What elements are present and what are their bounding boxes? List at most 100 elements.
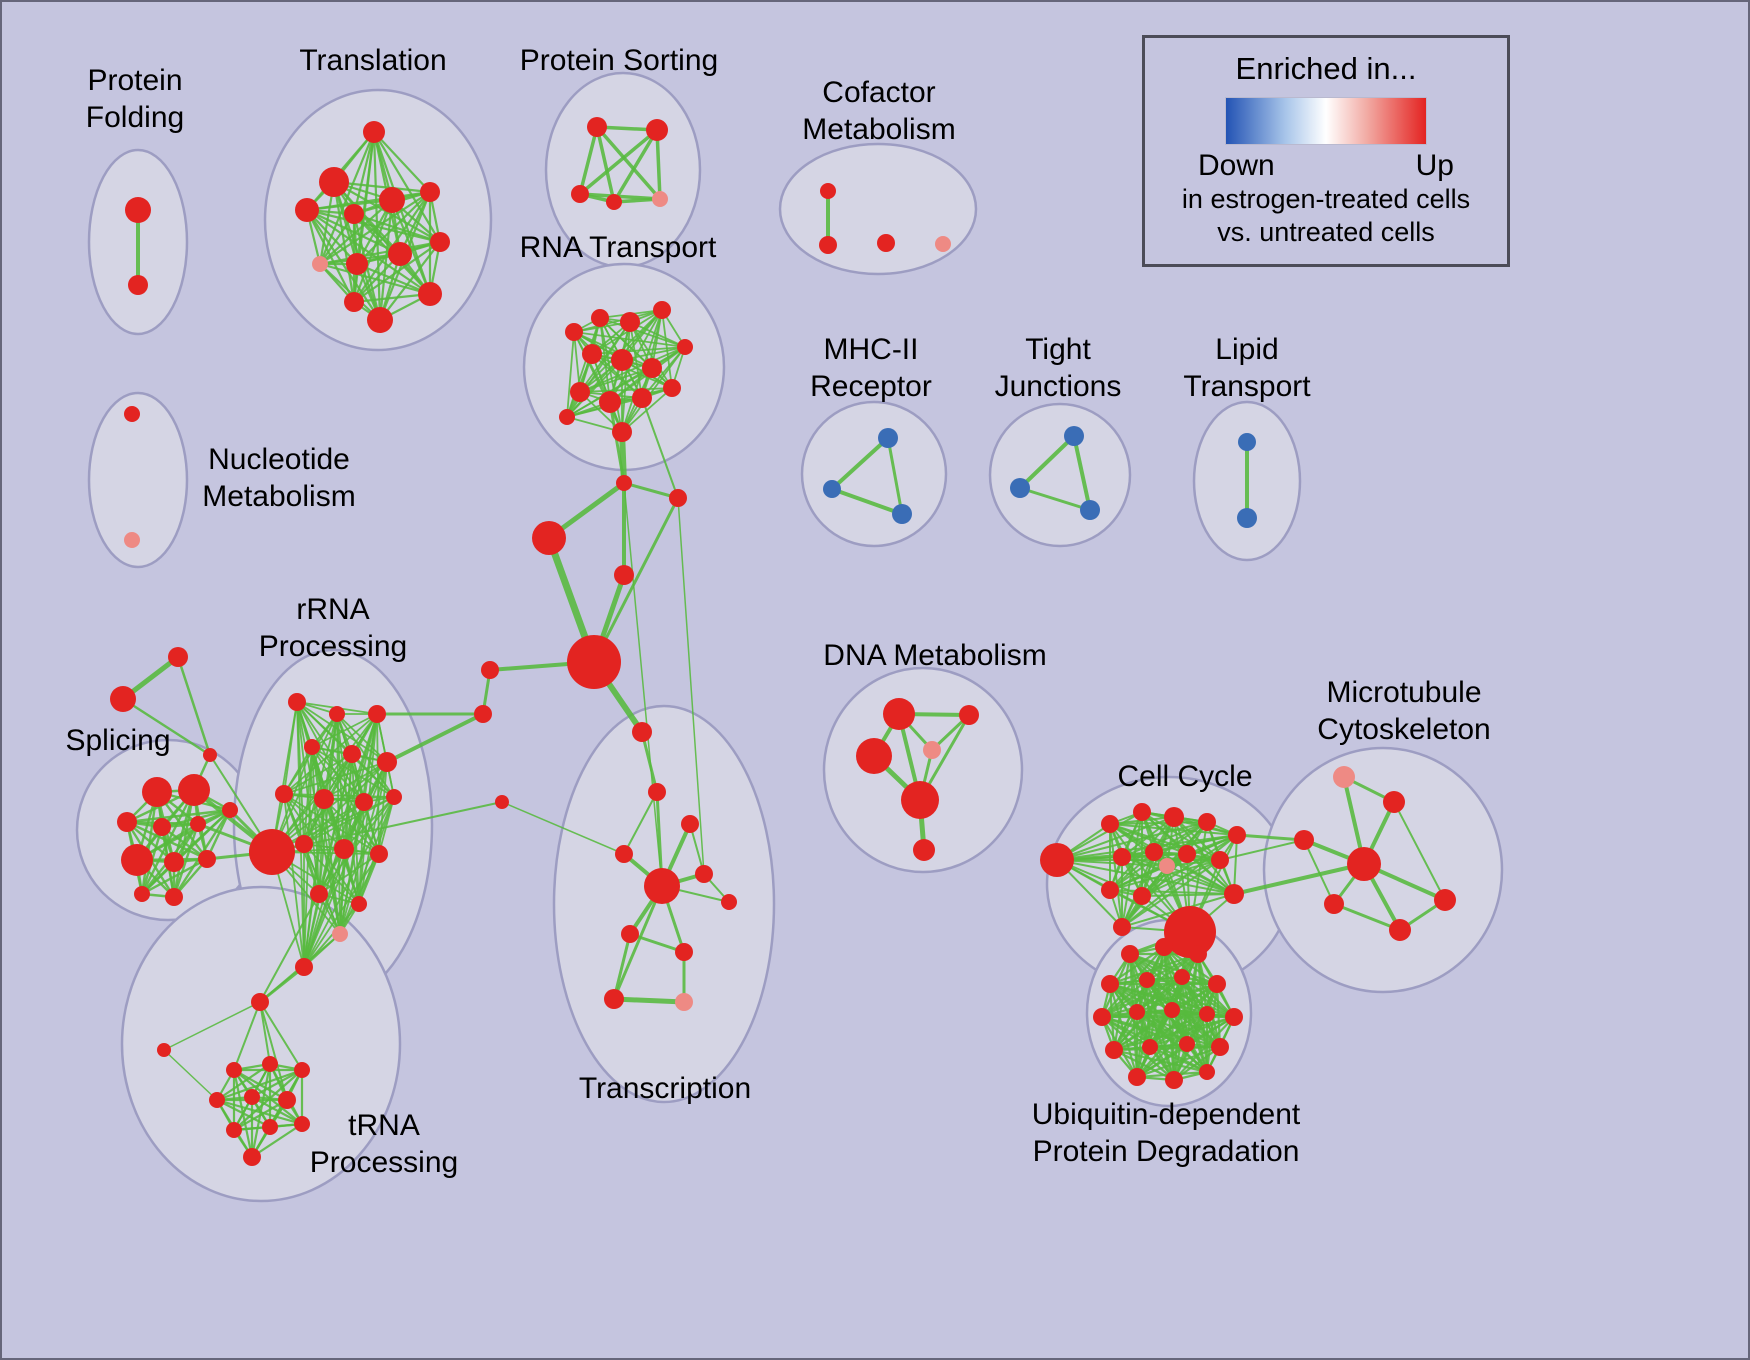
- edge: [1112, 1012, 1209, 1052]
- ubiquitin-degradation-node: [1101, 975, 1119, 993]
- edge: [215, 1068, 304, 1102]
- edge: [1121, 821, 1208, 858]
- cell-cycle-node: [1101, 815, 1119, 833]
- microtubule-cytoskeleton-label: Cytoskeleton: [1317, 713, 1490, 746]
- cofactor-metabolism-node: [877, 234, 895, 252]
- edge: [271, 713, 378, 853]
- edge: [135, 808, 232, 862]
- rna-transport-node: [582, 344, 602, 364]
- cofactor-metabolism-node: [935, 236, 951, 252]
- edge: [1332, 902, 1402, 932]
- edge: [305, 208, 442, 244]
- cell-cycle-node: [1178, 845, 1196, 863]
- edge: [579, 387, 673, 393]
- edge: [595, 125, 662, 201]
- edge: [176, 655, 212, 757]
- ubiquitin-degradation-node: [1128, 1068, 1146, 1086]
- edge: [378, 240, 442, 322]
- edge: [305, 208, 359, 266]
- splicing-node: [190, 816, 206, 832]
- nucleotide-metabolism-node: [124, 532, 140, 548]
- cell-cycle-node: [1228, 826, 1246, 844]
- edge: [259, 1001, 303, 1071]
- edge: [1153, 834, 1238, 853]
- edge: [1186, 853, 1235, 895]
- splicing-node: [121, 844, 153, 876]
- edge: [283, 701, 298, 795]
- rna-transport-node: [599, 391, 621, 413]
- splicing-node: [165, 888, 183, 906]
- dna-metabolism-node: [901, 781, 939, 819]
- edge: [1100, 978, 1149, 1019]
- connectors-node: [616, 475, 632, 491]
- rrna-processing-node: [334, 839, 354, 859]
- tight-junctions-label: Tight: [1025, 333, 1091, 366]
- edge: [611, 996, 687, 1005]
- edge: [283, 761, 388, 795]
- cell-cycle-node: [1164, 807, 1184, 827]
- translation-node: [430, 232, 450, 252]
- edge: [628, 932, 686, 954]
- edge: [1235, 833, 1306, 842]
- rrna-processing-node: [275, 785, 293, 803]
- rrna-processing-node: [355, 793, 373, 811]
- edge: [339, 761, 388, 935]
- lipid-transport-node: [1238, 433, 1256, 451]
- ubiquitin-degradation-node: [1164, 1002, 1180, 1018]
- edge: [332, 180, 432, 194]
- ubiquitin-degradation-node: [1199, 1006, 1215, 1022]
- ubiquitin-degradation-node: [1139, 972, 1155, 988]
- edge: [125, 808, 232, 824]
- transcription-node: [621, 925, 639, 943]
- protein-sorting-node: [571, 185, 589, 203]
- edge: [339, 796, 395, 935]
- edge: [599, 317, 623, 433]
- edge: [612, 884, 664, 1001]
- rrna-processing-node: [343, 745, 361, 763]
- edge: [622, 481, 680, 500]
- edge: [303, 796, 395, 845]
- rrna-processing-label: rRNA: [296, 593, 369, 626]
- edge: [271, 713, 338, 853]
- trna-processing-node: [262, 1056, 278, 1072]
- edge: [318, 853, 380, 895]
- edge: [233, 1001, 261, 1071]
- legend: Enriched in... Down Up in estrogen-treat…: [1142, 35, 1510, 267]
- edge: [573, 331, 653, 369]
- ubiquitin-degradation-node: [1179, 1036, 1195, 1052]
- edge: [579, 367, 653, 393]
- edge: [1109, 823, 1238, 836]
- trna-processing-node: [278, 1091, 296, 1109]
- splicing-satellite-node: [110, 686, 136, 712]
- edge: [352, 198, 394, 304]
- mhc2-receptor-node: [823, 480, 841, 498]
- trna-processing-node: [294, 1062, 310, 1078]
- ubiquitin-degradation-node: [1155, 938, 1173, 956]
- cell-cycle-node: [1133, 803, 1151, 821]
- edge: [640, 730, 659, 794]
- edge: [1109, 851, 1155, 891]
- edge: [608, 400, 626, 485]
- rna-transport-node: [677, 339, 693, 355]
- transcription-node: [675, 943, 693, 961]
- edge: [283, 793, 395, 798]
- edge: [355, 190, 432, 266]
- rrna-processing-node: [295, 835, 313, 853]
- cell-cycle-node: [1159, 858, 1175, 874]
- tight-junctions-ellipse: [988, 402, 1132, 548]
- edge: [595, 125, 616, 204]
- translation-node: [388, 242, 412, 266]
- edge: [215, 1062, 272, 1102]
- rna-transport-node: [565, 323, 583, 341]
- microtubule-cytoskeleton-ellipse: [1262, 746, 1504, 994]
- ubiquitin-degradation-node: [1199, 1064, 1215, 1080]
- rrna-processing-node: [295, 958, 313, 976]
- edge: [830, 487, 904, 516]
- rna-transport-node: [559, 409, 575, 425]
- cell-cycle-node: [1164, 906, 1216, 958]
- edge: [566, 359, 623, 418]
- dna-metabolism-node: [856, 738, 892, 774]
- edge: [1121, 816, 1175, 858]
- rna-transport-node: [653, 301, 671, 319]
